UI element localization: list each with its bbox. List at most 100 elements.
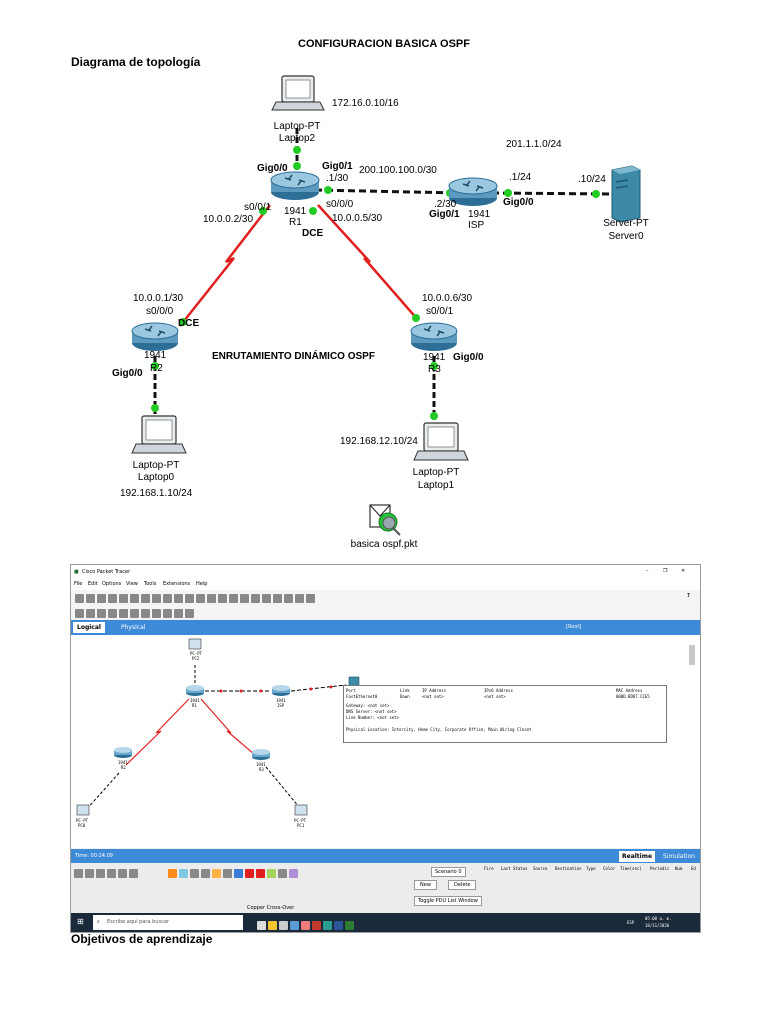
scenario-select[interactable]: Scenario 0 xyxy=(431,867,466,877)
windows-start-icon[interactable]: ⊞ xyxy=(77,917,84,926)
help-icon[interactable]: ? xyxy=(687,593,690,599)
tooltip-line: Line Number: <not set> xyxy=(346,715,399,720)
pt-logo-icon: ■ xyxy=(74,569,79,575)
laptop1-icon xyxy=(413,422,469,461)
laptop0-type-label: Laptop-PT xyxy=(132,460,180,471)
section-topology-heading: Diagrama de topología xyxy=(71,55,201,69)
tooltip-col-ip: IP Address xyxy=(422,688,447,693)
pt-node-r1[interactable]: 1941 xyxy=(190,698,200,703)
r3-s001-label: s0/0/1 xyxy=(426,306,454,317)
pt-node-pc2[interactable]: PC-PT xyxy=(190,651,203,656)
menu-tools[interactable]: Tools xyxy=(144,581,157,587)
r3-model-label: 1941 xyxy=(423,352,446,363)
pt-node-pc0-name: PC0 xyxy=(78,823,86,828)
document-title: CONFIGURACION BASICA OSPF xyxy=(298,38,470,50)
isp-gig01-label: Gig0/1 xyxy=(429,209,460,220)
tooltip-mac-value: 000D.BD87.CCE5 xyxy=(616,694,650,699)
r2-dce-label: DCE xyxy=(178,318,200,329)
pt-logical-canvas[interactable]: PC-PT PC2 1941 R1 1941 ISP 1941 R2 1941 … xyxy=(71,635,700,848)
menu-view[interactable]: View xyxy=(126,581,138,587)
tooltip-ipv6-value: <not set> xyxy=(484,694,506,699)
col-last-status: Last Status xyxy=(501,866,528,871)
taskbar-search-box[interactable]: ⌕ Escribe aquí para buscar xyxy=(93,915,243,930)
r1-s001-label: s0/0/1 xyxy=(244,202,272,213)
tooltip-port-value: FastEthernet0 xyxy=(346,694,378,699)
pkt-file-label[interactable]: basica ospf.pkt xyxy=(350,539,418,550)
laptop1-ip-label: 192.168.12.10/24 xyxy=(340,436,418,447)
realtime-tab[interactable]: Realtime xyxy=(619,851,656,862)
new-button[interactable]: New xyxy=(414,880,437,890)
minimize-button[interactable]: – xyxy=(646,568,649,574)
device-category-icons[interactable] xyxy=(73,865,139,884)
laptop0-icon xyxy=(131,415,187,454)
maximize-button[interactable]: ❐ xyxy=(663,568,668,574)
pt-node-r2-name: R2 xyxy=(121,765,126,770)
close-button[interactable]: ✕ xyxy=(681,568,686,574)
pt-node-r3[interactable]: 1941 xyxy=(256,762,266,767)
pt-titlebar: ■ Cisco Packet Tracer – ❐ ✕ xyxy=(71,565,700,579)
menu-extensions[interactable]: Extensions xyxy=(163,581,191,587)
taskbar-clock-time[interactable]: 05:08 a. m. xyxy=(645,916,672,921)
taskbar-clock-date[interactable]: 18/11/2020 xyxy=(645,923,670,928)
r1-name-label: R1 xyxy=(289,217,302,228)
menu-edit[interactable]: Edit xyxy=(88,581,98,587)
toggle-pdu-button[interactable]: Toggle PDU List Window xyxy=(414,896,482,906)
taskbar-search-placeholder: Escribe aquí para buscar xyxy=(107,919,169,925)
tab-physical[interactable]: Physical xyxy=(121,624,146,631)
r1-dce-label: DCE xyxy=(302,228,324,239)
laptop0-ip-label: 192.168.1.10/24 xyxy=(120,488,193,499)
pt-window-title: Cisco Packet Tracer xyxy=(82,569,131,575)
col-periodic: Periodic xyxy=(650,866,670,871)
pt-node-pc0[interactable]: PC-PT xyxy=(76,818,89,823)
taskbar-app-icons[interactable] xyxy=(256,917,355,932)
menu-help[interactable]: Help xyxy=(196,581,208,587)
pt-node-r2[interactable]: 1941 xyxy=(118,760,128,765)
r1-model-label: 1941 xyxy=(284,206,307,217)
port-dots xyxy=(151,146,600,420)
laptop2-ip-label: 172.16.0.10/16 xyxy=(332,98,399,109)
r1-s001-ip-label: 10.0.0.2/30 xyxy=(203,214,254,225)
laptop2-icon xyxy=(271,75,325,111)
r3-s001-ip-label: 10.0.0.6/30 xyxy=(422,293,473,304)
tab-logical[interactable]: Logical xyxy=(73,622,105,633)
pt-secondary-toolbar xyxy=(71,605,700,619)
menu-file[interactable]: File xyxy=(74,581,83,587)
pt-node-r1-name: R1 xyxy=(192,703,197,708)
pt-time-bar: Time: 00:24:09 Realtime Simulation xyxy=(71,849,700,863)
tooltip-ip-value: <not set> xyxy=(422,694,444,699)
router-r2-icon xyxy=(131,322,179,351)
laptop2-name-label: Laptop2 xyxy=(278,133,316,144)
taskbar-lang[interactable]: ESP xyxy=(627,920,635,925)
pt-node-isp[interactable]: 1941 xyxy=(276,698,286,703)
laptop0-name-label: Laptop0 xyxy=(137,472,175,483)
menu-options[interactable]: Options xyxy=(102,581,122,587)
pt-main-toolbar: ? xyxy=(71,590,700,604)
pt-device-tooltip: Port Link IP Address IPv6 Address MAC Ad… xyxy=(343,685,667,743)
pt-view-tabbar: Logical Physical [Root] xyxy=(71,620,700,635)
delete-button[interactable]: Delete xyxy=(448,880,477,890)
col-time: Time(sec) xyxy=(620,866,642,871)
pt-node-pc1[interactable]: PC-PT xyxy=(294,818,307,823)
search-icon: ⌕ xyxy=(97,919,100,925)
toolbar-icons[interactable] xyxy=(74,590,316,609)
router-r1-icon xyxy=(270,171,320,200)
tooltip-col-ipv6: IPv6 Address xyxy=(484,688,513,693)
r2-s000-ip-label: 10.0.0.1/30 xyxy=(133,293,184,304)
pt-menubar: File Edit Options View Tools Extensions … xyxy=(71,579,700,590)
draw-tool-icons[interactable] xyxy=(74,605,195,624)
r1-gig01-label: Gig0/1 xyxy=(322,161,353,172)
col-fire: Fire xyxy=(484,866,494,871)
isp-gig00-label: Gig0/0 xyxy=(503,197,534,208)
simulation-tab[interactable]: Simulation xyxy=(663,853,695,860)
cable-type-icons[interactable] xyxy=(167,865,299,884)
server-name-label: Server0 xyxy=(608,231,644,242)
pt-node-pc2-name: PC2 xyxy=(192,656,200,661)
server-type-label: Server-PT xyxy=(603,218,649,229)
r1-gig01-ip-label: .1/30 xyxy=(326,173,349,184)
topology-diagram xyxy=(131,75,641,536)
r3-name-label: R3 xyxy=(428,364,441,375)
router-r3-icon xyxy=(410,322,458,351)
link-r1-isp-network-label: 200.100.100.0/30 xyxy=(359,165,437,176)
col-num: Num xyxy=(675,866,683,871)
link-isp-server xyxy=(491,191,611,196)
